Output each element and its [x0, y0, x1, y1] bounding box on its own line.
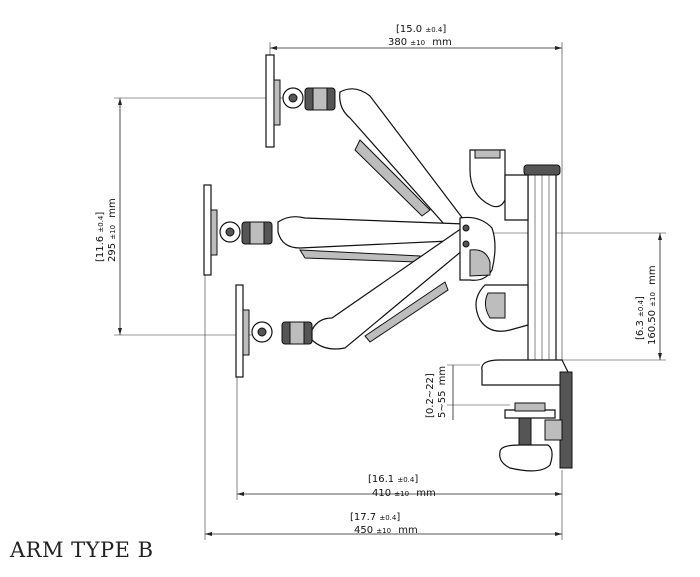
dim-clamp-range: [0.2~22] 5~55 mm: [425, 364, 510, 420]
arm-top-position: [265, 54, 471, 243]
dim-right-height: [6.3 ±0.4] 160.50 ±10 mm: [470, 232, 666, 361]
dim-right-mm: 160.50 ±10 mm: [647, 265, 658, 345]
dim-bottom-mm: 450 ±10 mm: [354, 525, 418, 536]
dim-mid-mm: 410 ±10 mm: [372, 488, 436, 499]
pole-assembly: [469, 149, 573, 472]
dim-mid-inch: [16.1 ±0.4]: [368, 474, 418, 485]
dim-clamp-mm: 5~55 mm: [437, 366, 448, 418]
dim-left-inch: [11.6 ±0.4]: [95, 212, 106, 262]
shoulder-joint: [459, 216, 496, 281]
arm-bottom-position: [235, 227, 476, 378]
caption: ARM TYPE B: [10, 538, 154, 562]
dim-right-inch: [6.3 ±0.4]: [635, 296, 646, 340]
dim-top-width: [15.0 ±0.4] 380 ±10 mm: [269, 24, 563, 360]
arm-middle-position: [203, 184, 471, 276]
dim-clamp-inch: [0.2~22]: [425, 373, 436, 418]
dim-top-inch: [15.0 ±0.4]: [396, 24, 446, 35]
dim-top-mm: 380 ±10 mm: [388, 37, 452, 48]
dim-bottom-inch: [17.7 ±0.4]: [350, 512, 400, 523]
dim-bottom-width: [17.7 ±0.4] 450 ±10 mm: [204, 185, 563, 540]
dim-left-mm: 295 ±10 mm: [107, 198, 118, 262]
dim-left-height: [11.6 ±0.4] 295 ±10 mm: [95, 97, 290, 336]
